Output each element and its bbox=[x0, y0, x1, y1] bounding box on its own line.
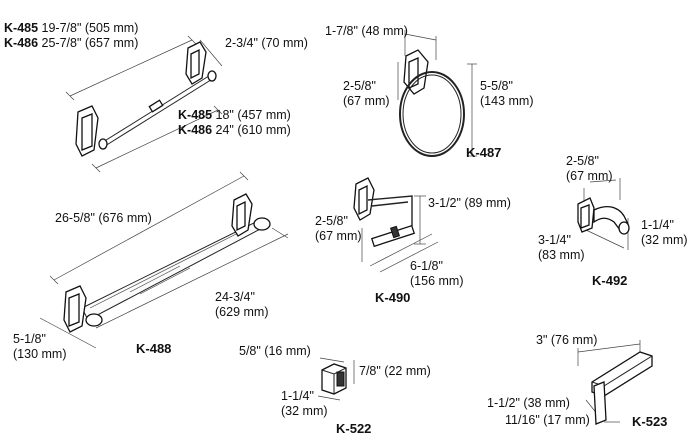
model-label-k523: K-523 bbox=[632, 414, 668, 429]
paper-holder-height-label: 3-1/2" (89 mm) bbox=[428, 196, 511, 210]
towel-ring-height-mm: (143 mm) bbox=[480, 94, 534, 108]
towel-ring-height-label: 5-5/8" bbox=[480, 79, 513, 93]
towel-bar-drawing bbox=[65, 35, 223, 173]
shelf-length-label: 26-5/8" (676 mm) bbox=[55, 211, 152, 225]
pull-length-label: 3" (76 mm) bbox=[536, 333, 598, 347]
towel-bar-overall-label-2: K-486 25-7/8" (657 mm) bbox=[4, 36, 138, 50]
bumper-size-label: 1-1/4" bbox=[281, 389, 314, 403]
model-label-k488: K-488 bbox=[136, 341, 172, 356]
bumper-size-mm: (32 mm) bbox=[281, 404, 328, 418]
dimension-value: 19-7/8" (505 mm) bbox=[41, 21, 139, 35]
model-label-k492: K-492 bbox=[592, 273, 628, 288]
towel-bar-overall-label-1: K-485 19-7/8" (505 mm) bbox=[4, 21, 138, 35]
paper-holder-projection-label: 2-5/8" bbox=[315, 214, 348, 228]
towel-bar-length-label-1: K-485 18" (457 mm) bbox=[178, 108, 291, 122]
model-label-k487: K-487 bbox=[466, 145, 502, 160]
towel-bar-length-label-2: K-486 24" (610 mm) bbox=[178, 123, 291, 137]
shelf-depth-label: 5-1/8" bbox=[13, 332, 46, 346]
shelf-glass-length-mm: (629 mm) bbox=[215, 305, 269, 319]
paper-holder-length-label: 6-1/8" bbox=[410, 259, 443, 273]
robe-hook-projection-label: 2-5/8" bbox=[566, 154, 599, 168]
model-code: K-485 bbox=[4, 21, 39, 35]
model-label-k522: K-522 bbox=[336, 421, 372, 436]
paper-holder-projection-mm: (67 mm) bbox=[315, 229, 362, 243]
shelf-depth-mm: (130 mm) bbox=[13, 347, 67, 361]
shelf-glass-length-label: 24-3/4" bbox=[215, 290, 255, 304]
bumper-drawing bbox=[317, 357, 355, 401]
paper-holder-length-mm: (156 mm) bbox=[410, 274, 464, 288]
glass-shelf-drawing bbox=[39, 171, 289, 349]
pull-width-label: 1-1/2" (38 mm) bbox=[487, 396, 570, 410]
robe-hook-projection-mm: (67 mm) bbox=[566, 169, 613, 183]
model-code: K-486 bbox=[178, 123, 213, 137]
pull-depth-label: 11/16" (17 mm) bbox=[505, 413, 590, 427]
robe-hook-length-mm: (83 mm) bbox=[538, 248, 585, 262]
towel-ring-width-label: 1-7/8" (48 mm) bbox=[325, 24, 408, 38]
robe-hook-diameter-label: 1-1/4" bbox=[641, 218, 674, 232]
model-code: K-486 bbox=[4, 36, 39, 50]
towel-ring-projection-label: 2-5/8" bbox=[343, 79, 376, 93]
dimension-value: 25-7/8" (657 mm) bbox=[41, 36, 139, 50]
model-code: K-485 bbox=[178, 108, 213, 122]
robe-hook-drawing bbox=[577, 178, 630, 250]
bumper-height-label: 7/8" (22 mm) bbox=[359, 364, 431, 378]
towel-ring-projection-mm: (67 mm) bbox=[343, 94, 390, 108]
robe-hook-length-label: 3-1/4" bbox=[538, 233, 571, 247]
towel-bar-projection-label: 2-3/4" (70 mm) bbox=[225, 36, 308, 50]
dimension-value: 18" (457 mm) bbox=[215, 108, 291, 122]
model-label-k490: K-490 bbox=[375, 290, 411, 305]
cabinet-pull-drawing bbox=[577, 340, 653, 425]
bumper-width-label: 5/8" (16 mm) bbox=[239, 344, 311, 358]
paper-holder-drawing bbox=[353, 177, 439, 273]
dimension-value: 24" (610 mm) bbox=[215, 123, 291, 137]
towel-ring-drawing bbox=[397, 30, 477, 157]
robe-hook-diameter-mm: (32 mm) bbox=[641, 233, 688, 247]
